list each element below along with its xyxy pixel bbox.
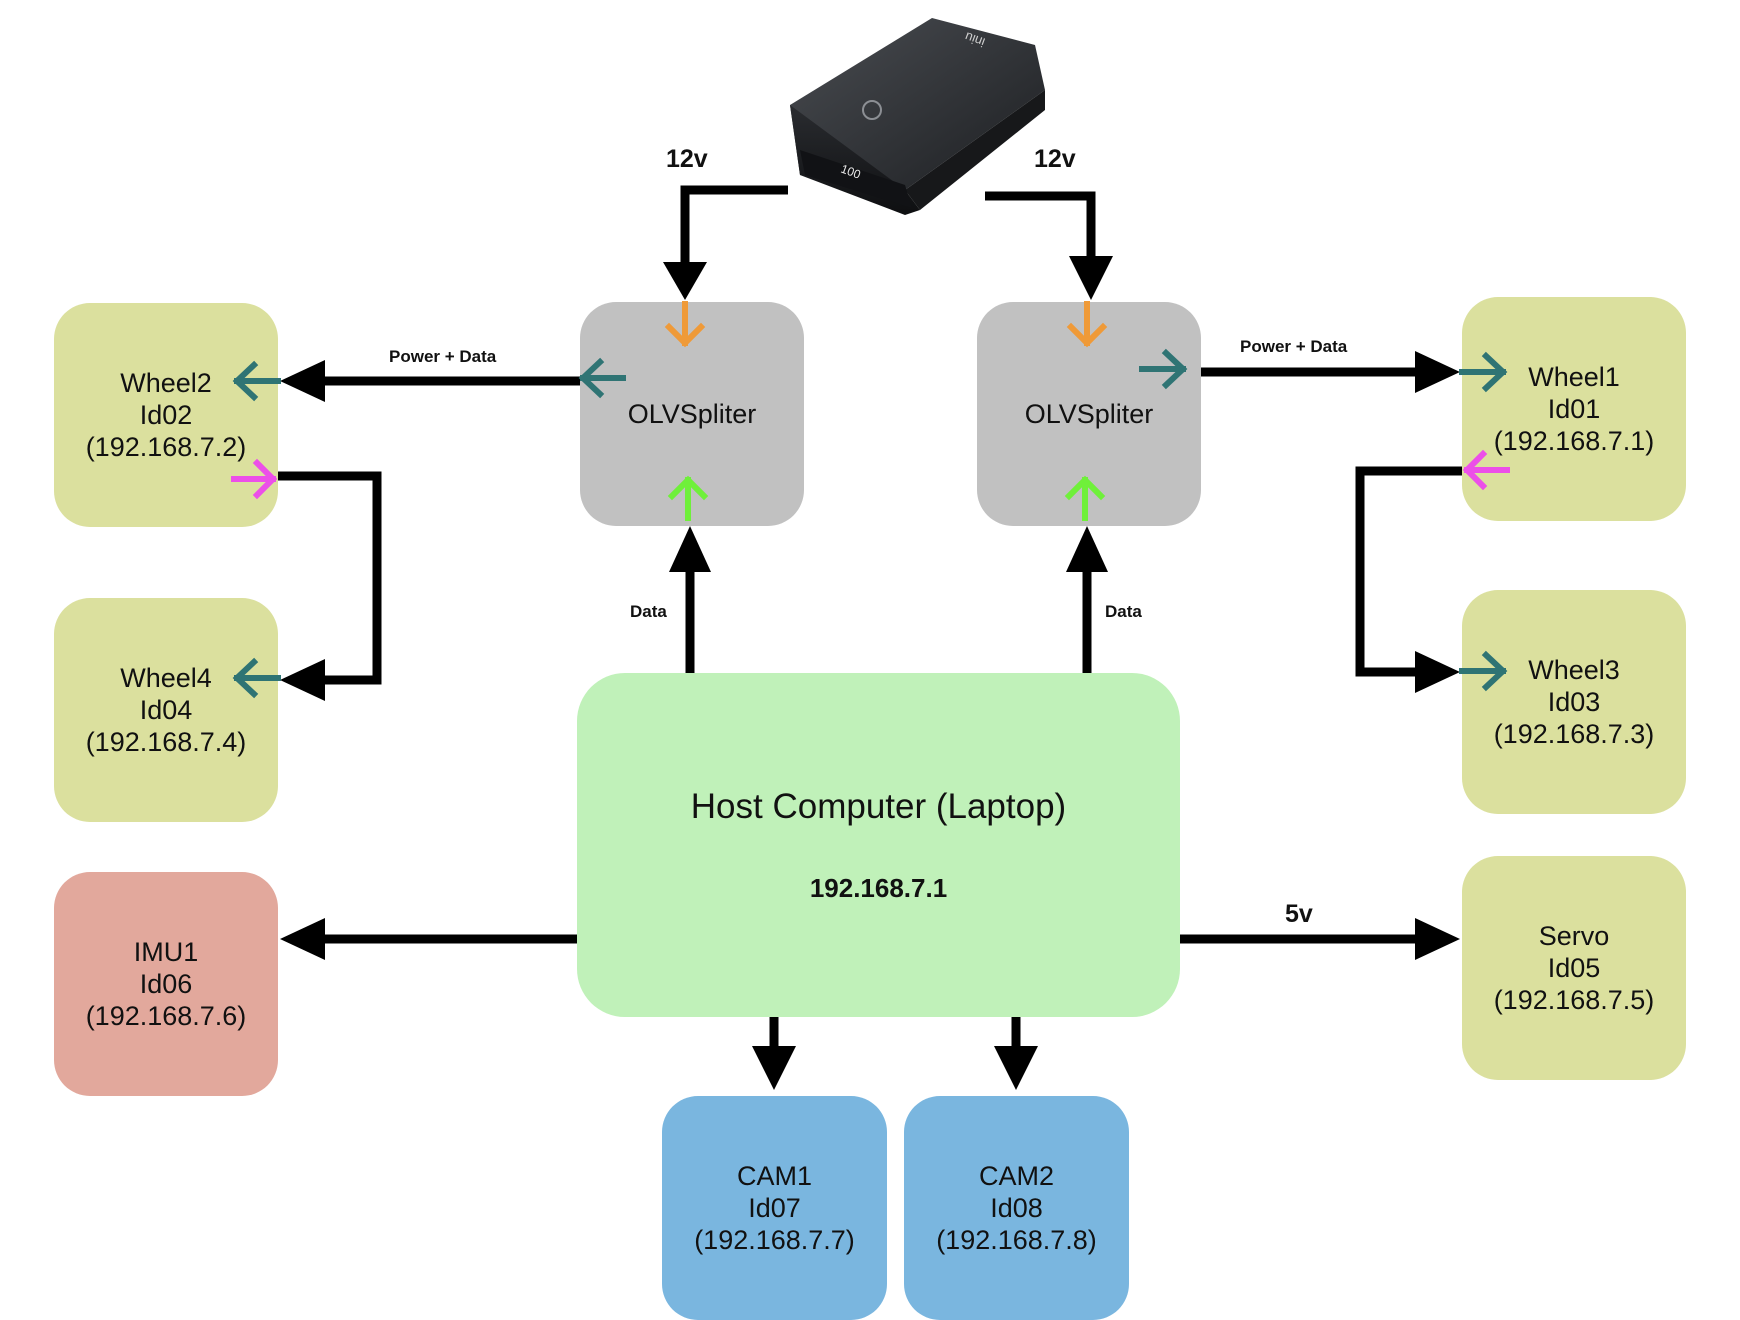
cam2-name: CAM2	[978, 1161, 1054, 1191]
cam1-node: CAM1 Id07 (192.168.7.7)	[662, 1096, 887, 1320]
wheel4-node: Wheel4 Id04 (192.168.7.4)	[54, 598, 278, 822]
power-bank-icon: 100 iniu	[790, 18, 1045, 215]
servo-name: Servo	[1538, 921, 1610, 951]
wheel4-name: Wheel4	[120, 663, 212, 693]
power-data-wire-right	[1201, 351, 1460, 393]
imu-wire	[280, 918, 577, 960]
host-computer-node: Host Computer (Laptop) 192.168.7.1	[577, 673, 1180, 1017]
cam2-ip: (192.168.7.8)	[936, 1225, 1097, 1255]
wheel3-name: Wheel3	[1528, 655, 1620, 685]
cam2-id: Id08	[990, 1193, 1043, 1223]
data-right-label: Data	[1105, 602, 1142, 621]
imu1-ip: (192.168.7.6)	[85, 1001, 247, 1031]
power-data-wire-left	[280, 360, 580, 402]
wheel2-id: Id02	[139, 400, 193, 430]
wheel2-name: Wheel2	[120, 368, 212, 398]
power-data-left-label: Power + Data	[389, 347, 497, 366]
wheel1-id: Id01	[1547, 394, 1601, 424]
wheel4-id: Id04	[139, 695, 193, 725]
port-arrow-wheel1	[1459, 351, 1508, 393]
wheel3-ip: (192.168.7.3)	[1493, 719, 1655, 749]
wheel4-ip: (192.168.7.4)	[85, 727, 247, 757]
wheel2-ip: (192.168.7.2)	[85, 432, 247, 462]
data-wire-left	[669, 526, 711, 673]
port-arrow-splitter-left-out	[578, 357, 626, 399]
power-data-right-label: Power + Data	[1240, 337, 1348, 356]
imu1-name: IMU1	[133, 937, 199, 967]
host-title: Host Computer (Laptop)	[690, 786, 1067, 826]
wheel3-node: Wheel3 Id03 (192.168.7.3)	[1462, 590, 1686, 814]
port-arrow-wheel3	[1459, 650, 1508, 692]
servo-voltage-label: 5v	[1285, 900, 1313, 928]
port-arrow-wheel2	[232, 360, 281, 402]
power-wire-right	[985, 191, 1113, 300]
imu1-node: IMU1 Id06 (192.168.7.6)	[54, 872, 278, 1096]
battery-brand: iniu	[963, 29, 987, 50]
cam1-wire	[752, 1017, 796, 1090]
wheel3-id: Id03	[1547, 687, 1601, 717]
port-arrow-wheel4	[232, 657, 281, 699]
wheel1-node: Wheel1 Id01 (192.168.7.1)	[1462, 297, 1686, 521]
port-arrow-wheel2-chain	[231, 458, 278, 500]
imu1-id: Id06	[139, 969, 193, 999]
port-arrow-splitter-right-power	[1066, 301, 1108, 348]
power-wire-left	[663, 185, 788, 300]
servo-wire	[1180, 918, 1460, 960]
cam2-wire	[994, 1017, 1038, 1090]
servo-node: Servo Id05 (192.168.7.5)	[1462, 856, 1686, 1080]
splitter-right-label: OLVSpliter	[1024, 399, 1154, 429]
data-left-label: Data	[630, 602, 667, 621]
splitter-left-label: OLVSpliter	[627, 399, 757, 429]
voltage-left-label: 12v	[666, 145, 708, 173]
wheel1-ip: (192.168.7.1)	[1493, 426, 1655, 456]
port-arrow-splitter-left-data	[667, 475, 709, 521]
data-wire-right	[1066, 526, 1108, 673]
cam2-node: CAM2 Id08 (192.168.7.8)	[904, 1096, 1129, 1320]
cam1-ip: (192.168.7.7)	[694, 1225, 855, 1255]
wheel2-node: Wheel2 Id02 (192.168.7.2)	[54, 303, 278, 527]
port-arrow-splitter-right-out	[1139, 348, 1188, 390]
wheel1-name: Wheel1	[1528, 362, 1620, 392]
chain-wire-left	[278, 471, 382, 701]
servo-id: Id05	[1547, 953, 1601, 983]
battery-display: 100	[839, 162, 863, 182]
port-arrow-splitter-right-data	[1064, 475, 1106, 521]
host-ip: 192.168.7.1	[809, 872, 948, 903]
cam1-name: CAM1	[736, 1161, 812, 1191]
cam1-id: Id07	[748, 1193, 801, 1223]
chain-wire-right	[1355, 466, 1462, 693]
port-arrow-splitter-left-power	[664, 301, 706, 348]
port-arrow-wheel1-chain	[1462, 449, 1510, 491]
voltage-right-label: 12v	[1034, 145, 1076, 173]
servo-ip: (192.168.7.5)	[1493, 985, 1655, 1015]
